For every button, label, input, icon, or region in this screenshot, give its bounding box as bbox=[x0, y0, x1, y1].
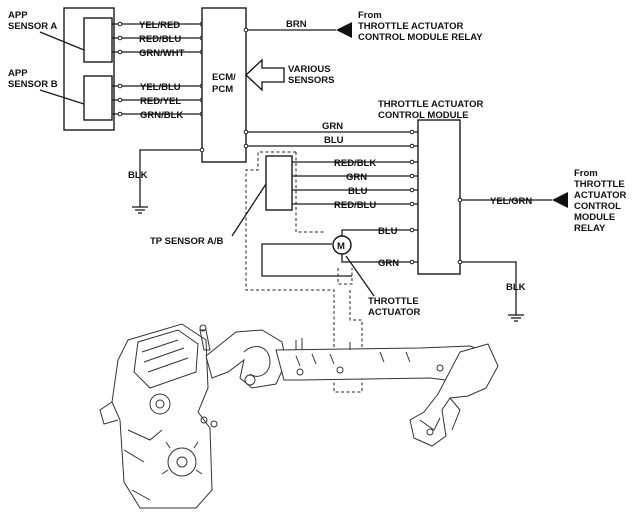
tacm-box bbox=[417, 119, 461, 275]
ecm-ground bbox=[132, 147, 205, 214]
app-sensor-a-label-1: APP bbox=[8, 10, 28, 21]
relay-arrow-top-icon bbox=[336, 22, 352, 38]
relay-right-label-6: RELAY bbox=[574, 223, 606, 234]
tacm-ground bbox=[457, 259, 524, 322]
ground-label-ecm: BLK bbox=[128, 170, 148, 181]
wire-label-grn-tp: GRN bbox=[346, 172, 367, 183]
relay-top-label-3: CONTROL MODULE RELAY bbox=[358, 32, 483, 43]
wire-label-blu-ecm: BLU bbox=[324, 135, 344, 146]
tp-wires bbox=[292, 159, 418, 207]
wire-label-yel-grn: YEL/GRN bbox=[490, 196, 532, 207]
ground-label-tacm: BLK bbox=[506, 282, 526, 293]
tacm-label-1: THROTTLE ACTUATOR bbox=[378, 99, 484, 110]
engine-illustration bbox=[99, 323, 499, 509]
app-sensor-a-body bbox=[83, 17, 113, 63]
tp-sensor-label: TP SENSOR A/B bbox=[150, 236, 224, 247]
wire-label-blu-tp: BLU bbox=[348, 186, 368, 197]
relay-right-label-1: From bbox=[574, 168, 598, 179]
wire-label-grn-motor: GRN bbox=[378, 258, 399, 269]
app-sensor-a-leader bbox=[39, 31, 85, 51]
wire-label-grn-ecm: GRN bbox=[322, 121, 343, 132]
motor-wiring bbox=[261, 227, 418, 277]
app-sensor-b-label-1: APP bbox=[8, 68, 28, 79]
actuator-leader bbox=[345, 255, 375, 297]
tacm-label-2: CONTROL MODULE bbox=[378, 110, 469, 121]
tp-sensor-leader bbox=[231, 183, 267, 237]
relay-right-label-2: THROTTLE bbox=[574, 179, 625, 190]
relay-right-label-3: ACTUATOR bbox=[574, 190, 627, 201]
various-sensors-arrow-icon bbox=[245, 58, 285, 92]
app-sensor-b-body bbox=[83, 75, 113, 121]
wire-label-yel-red: YEL/RED bbox=[139, 20, 180, 31]
app-sensor-a-label-2: SENSOR A bbox=[8, 21, 57, 32]
tp-sensor-body bbox=[265, 155, 293, 211]
actuator-label-1: THROTTLE bbox=[368, 296, 419, 307]
relay-right-label-4: CONTROL bbox=[574, 201, 621, 212]
component-outlines bbox=[245, 151, 363, 393]
relay-right-label-5: MODULE bbox=[574, 212, 615, 223]
wire-label-red-blk: RED/BLK bbox=[334, 158, 376, 169]
app-sensor-b-label-2: SENSOR B bbox=[8, 79, 58, 90]
relay-arrow-right-icon bbox=[552, 192, 568, 208]
actuator-label-2: ACTUATOR bbox=[368, 307, 421, 318]
wire-label-red-yel: RED/YEL bbox=[140, 96, 181, 107]
motor-icon bbox=[332, 235, 352, 255]
ecm-pcm-box bbox=[201, 7, 247, 163]
wire-label-grn-blk: GRN/BLK bbox=[140, 110, 183, 121]
various-sensors-label-2: SENSORS bbox=[288, 75, 334, 86]
app-sensor-b-leader bbox=[39, 89, 85, 105]
wire-label-brn: BRN bbox=[286, 19, 307, 30]
wire-label-red-blu-tp: RED/BLU bbox=[334, 200, 376, 211]
ecm-tacm-wires bbox=[243, 129, 418, 149]
motor-symbol: M bbox=[337, 241, 345, 252]
wire-label-grn-wht: GRN/WHT bbox=[139, 48, 185, 59]
wire-label-yel-blu: YEL/BLU bbox=[140, 82, 181, 93]
relay-top-label-1: From bbox=[358, 10, 382, 21]
relay-top-label-2: THROTTLE ACTUATOR bbox=[358, 21, 464, 32]
ecm-label-1: ECM/ bbox=[212, 72, 236, 83]
wire-label-red-blu: RED/BLU bbox=[139, 34, 181, 45]
ecm-label-2: PCM bbox=[212, 84, 233, 95]
wire-label-blu-motor: BLU bbox=[378, 226, 398, 237]
various-sensors-label-1: VARIOUS bbox=[288, 64, 331, 75]
